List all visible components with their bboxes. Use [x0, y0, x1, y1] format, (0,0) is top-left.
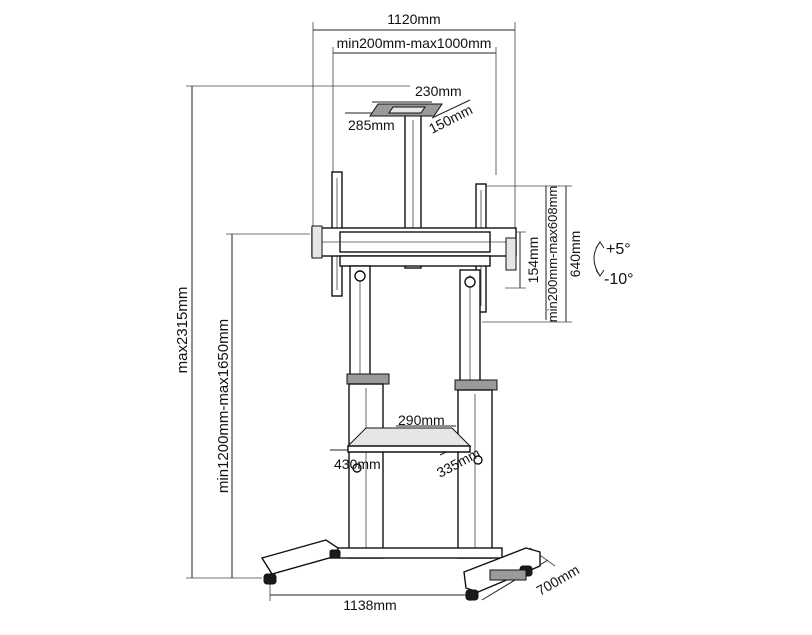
label-bracket-height: 154mm: [525, 237, 541, 284]
label-overall-width: 1120mm: [387, 11, 440, 27]
label-top-tray-depth: 285mm: [348, 117, 395, 133]
label-bracket-total-height: 640mm: [567, 231, 583, 278]
tilt-indicator: [593, 241, 605, 277]
label-tilt-down: -10°: [604, 271, 634, 288]
label-base-depth: 700mm: [534, 561, 582, 598]
label-max-height: max2315mm: [174, 287, 191, 374]
label-base-width: 1138mm: [343, 597, 396, 613]
dimension-labels: 1120mm min200mm-max1000mm 230mm 285mm 15…: [174, 11, 634, 613]
label-shelf-width: 290mm: [398, 412, 445, 428]
stand-illustration: [260, 103, 541, 601]
label-vesa-vertical: min200mm-max608mm: [545, 186, 560, 323]
label-tilt-up: +5°: [606, 241, 631, 258]
label-center-height: min1200mm-max1650mm: [215, 319, 232, 493]
label-shelf-depth: 430mm: [334, 456, 381, 472]
label-vesa-range: min200mm-max1000mm: [337, 35, 492, 51]
label-top-tray-width: 230mm: [415, 83, 462, 99]
